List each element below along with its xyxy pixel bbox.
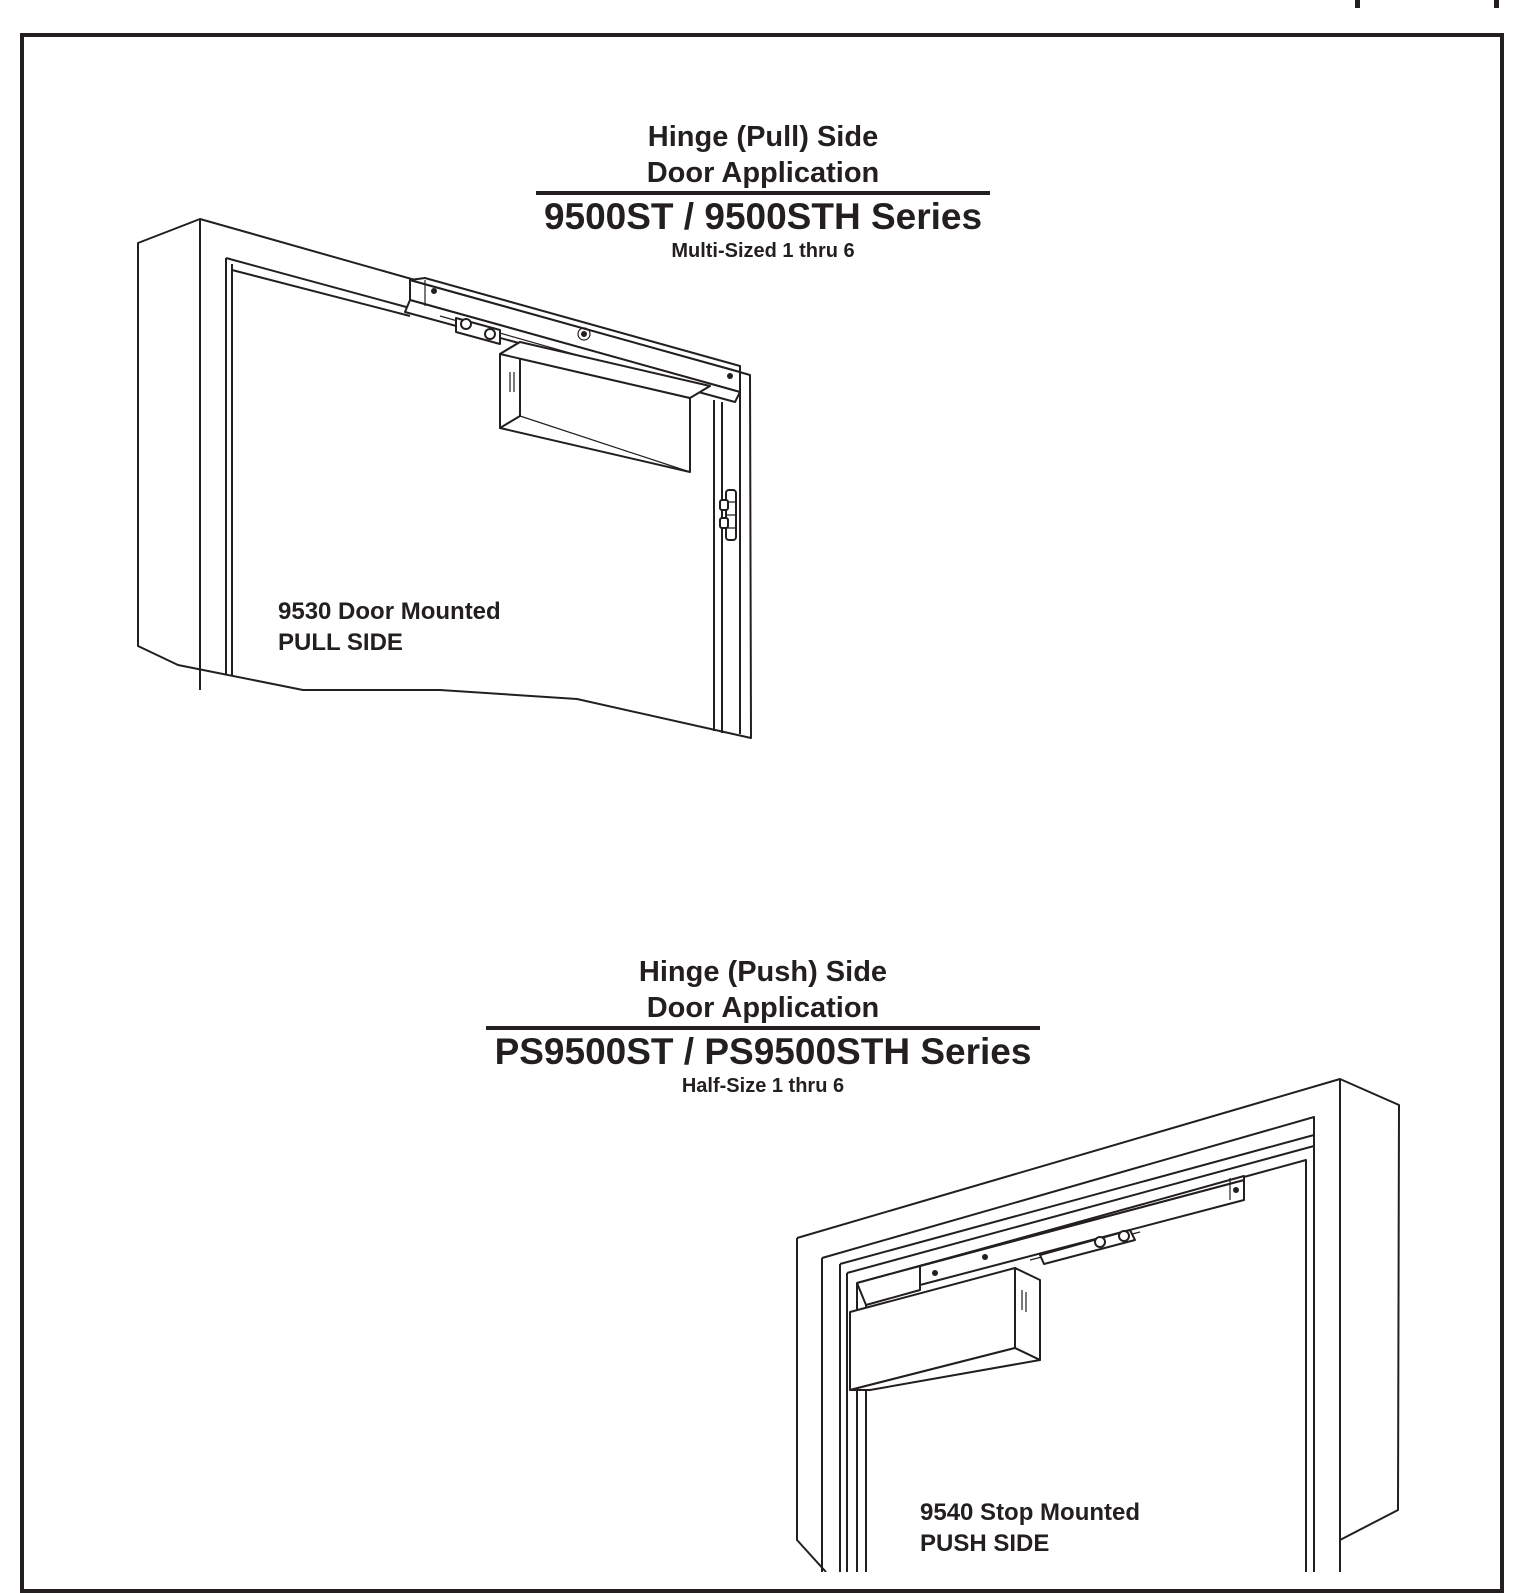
push-stop-outer [821, 1116, 1315, 1572]
corner-mark-left [1355, 0, 1360, 8]
push-track-top [919, 1175, 1245, 1267]
bottom-title-block: Hinge (Push) Side Door Application PS950… [486, 954, 1040, 1098]
pull-closer-edge [519, 415, 691, 473]
pull-closer-label [509, 372, 515, 392]
pull-side-door-drawing [137, 218, 752, 739]
push-side-door-drawing [796, 1078, 1400, 1572]
top-heading-rule [536, 191, 990, 195]
push-closer-side [1014, 1267, 1041, 1361]
pull-closer-top [499, 341, 711, 399]
pull-hinge [719, 489, 737, 541]
top-subtitle: Multi-Sized 1 thru 6 [671, 240, 855, 262]
top-caption: 9530 Door Mounted PULL SIDE [278, 596, 501, 658]
push-closer-label [1021, 1290, 1027, 1312]
top-title-block: Hinge (Pull) Side Door Application 9500S… [536, 119, 990, 263]
top-caption-line2: PULL SIDE [278, 629, 403, 656]
corner-mark-right [1494, 0, 1499, 8]
push-track-face [919, 1179, 1245, 1286]
bottom-caption-line2: PUSH SIDE [920, 1530, 1050, 1557]
top-caption-line1: 9530 Door Mounted [278, 598, 501, 625]
push-stop-inner [839, 1134, 1315, 1265]
push-header-block [856, 1265, 921, 1306]
push-frame-left-face [796, 1238, 827, 1572]
bottom-subtitle: Half-Size 1 thru 6 [681, 1075, 845, 1097]
pull-head-line-outer [225, 257, 411, 309]
top-heading-line2: Door Application [646, 157, 880, 189]
top-series-title: 9500ST / 9500STH Series [543, 196, 983, 237]
bottom-caption: 9540 Stop Mounted PUSH SIDE [920, 1497, 1140, 1559]
push-stop-line2 [846, 1145, 1315, 1274]
bottom-heading-rule [486, 1026, 1040, 1030]
bottom-caption-line1: 9540 Stop Mounted [920, 1499, 1141, 1526]
pull-track-top [409, 277, 741, 373]
push-closer-bottom [849, 1347, 1041, 1391]
pull-head-line-inner [231, 269, 411, 317]
bottom-heading-line1: Hinge (Push) Side [638, 956, 888, 988]
top-heading-line1: Hinge (Pull) Side [647, 121, 879, 153]
bottom-heading-line2: Door Application [646, 992, 880, 1024]
bottom-series-title: PS9500ST / PS9500STH Series [494, 1031, 1032, 1072]
push-frame-outline [796, 1078, 1400, 1572]
